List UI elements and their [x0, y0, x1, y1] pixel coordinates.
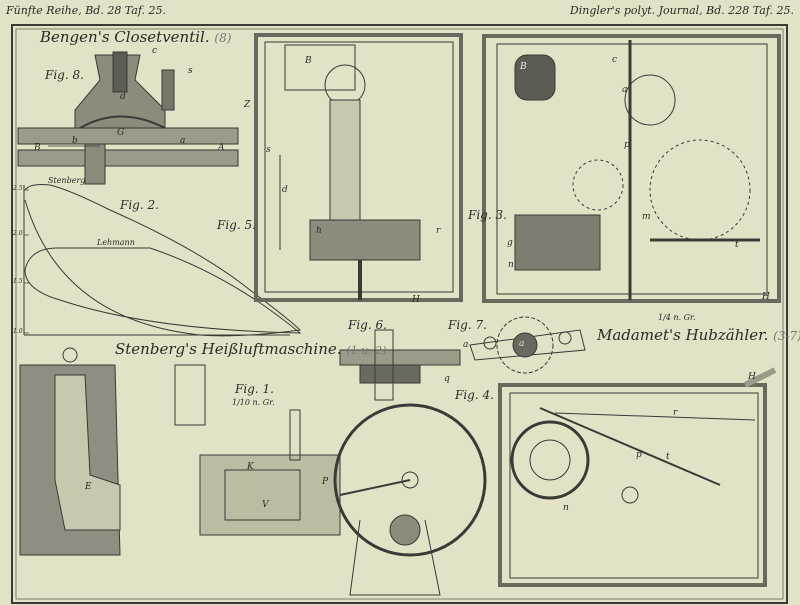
letter: Z: [244, 100, 251, 110]
fig3-label: Fig. 3.: [468, 208, 507, 222]
letter: s: [188, 66, 193, 76]
y-tick: 1.5: [13, 278, 23, 285]
title-heissluft: Stenberg's Heißluftmaschine. (1 u. 2): [115, 340, 386, 358]
fig6-detail: [339, 329, 461, 401]
letter: c: [152, 46, 158, 56]
title-hubzaehler-text: Madamet's Hubzähler.: [597, 326, 769, 344]
title-closetventil: Bengen's Closetventil. (8): [40, 28, 231, 46]
letter: A: [218, 143, 225, 153]
letter: H: [748, 372, 756, 382]
fig2-label: Fig. 2.: [120, 198, 159, 212]
letter: c: [612, 55, 618, 65]
fig5-counter-view: [254, 33, 463, 302]
title-hubzaehler-figs: (3-7): [773, 329, 800, 343]
fig6-label: Fig. 6.: [348, 318, 387, 332]
letter: H: [412, 295, 420, 305]
letter: g: [507, 238, 513, 248]
letter: G: [117, 128, 125, 138]
letter: a: [180, 136, 186, 146]
y-tick: 2.5: [13, 185, 23, 192]
letter: d: [282, 185, 288, 195]
fig4-counter-view: [498, 367, 777, 587]
y-tick: 1.0: [13, 328, 23, 335]
letter: h: [316, 226, 322, 236]
title-closetventil-figs: (8): [214, 31, 232, 45]
curve-label-lehmann: Lehmann: [97, 238, 135, 247]
title-heissluft-text: Stenberg's Heißluftmaschine.: [115, 340, 342, 358]
letter: p: [624, 140, 630, 150]
letter: P: [322, 477, 329, 487]
letter: m: [642, 212, 651, 222]
letter: B: [34, 143, 41, 153]
letter: B: [520, 62, 527, 72]
letter: r: [436, 226, 441, 236]
fig8-label: Fig. 8.: [45, 68, 84, 82]
letter: a: [463, 340, 469, 350]
lehmann-curve: [24, 247, 302, 334]
stenberg-curve: [24, 184, 302, 337]
letter: E: [85, 482, 92, 492]
title-hubzaehler: Madamet's Hubzähler. (3-7): [597, 326, 800, 344]
fig7-ratchet: [469, 316, 586, 374]
fig8-closet-valve: [17, 51, 239, 185]
fig3-counter-view: [482, 34, 781, 303]
letter: H: [762, 292, 770, 302]
title-heissluft-figs: (1 u. 2): [346, 344, 387, 357]
letter: B: [305, 56, 312, 66]
fig3-scale: 1/4 n. Gr.: [658, 313, 696, 322]
plate-border: [11, 24, 788, 604]
letter: t: [666, 452, 670, 462]
fig1-hot-air-engine: [19, 347, 487, 596]
letter: K: [247, 462, 254, 472]
header-left: Fünfte Reihe, Bd. 28 Taf. 25.: [6, 4, 167, 17]
fig1-label: Fig. 1.: [235, 382, 274, 396]
letter: b: [72, 136, 78, 146]
fig4-label: Fig. 4.: [455, 388, 494, 402]
fig1-scale: 1/10 n. Gr.: [232, 398, 275, 407]
letter: p: [636, 450, 642, 460]
curve-label-stenberg: Stenberg: [48, 176, 86, 185]
fig7-label: Fig. 7.: [448, 318, 487, 332]
letter: a: [622, 85, 628, 95]
y-tick: 2.0: [13, 230, 23, 237]
letter: s: [266, 145, 271, 155]
letter: d: [120, 92, 126, 102]
letter: n: [508, 260, 514, 270]
letter: t: [735, 240, 739, 250]
fig2-indicator-diagram: [23, 184, 302, 337]
letter: V: [262, 500, 269, 510]
letter: r: [673, 408, 678, 418]
letter: n: [563, 503, 569, 513]
header-right: Dingler's polyt. Journal, Bd. 228 Taf. 2…: [569, 4, 794, 17]
fig5-label: Fig. 5.: [217, 218, 256, 232]
letter: a: [519, 339, 525, 349]
title-closetventil-text: Bengen's Closetventil.: [40, 28, 210, 46]
letter: q: [444, 374, 450, 384]
